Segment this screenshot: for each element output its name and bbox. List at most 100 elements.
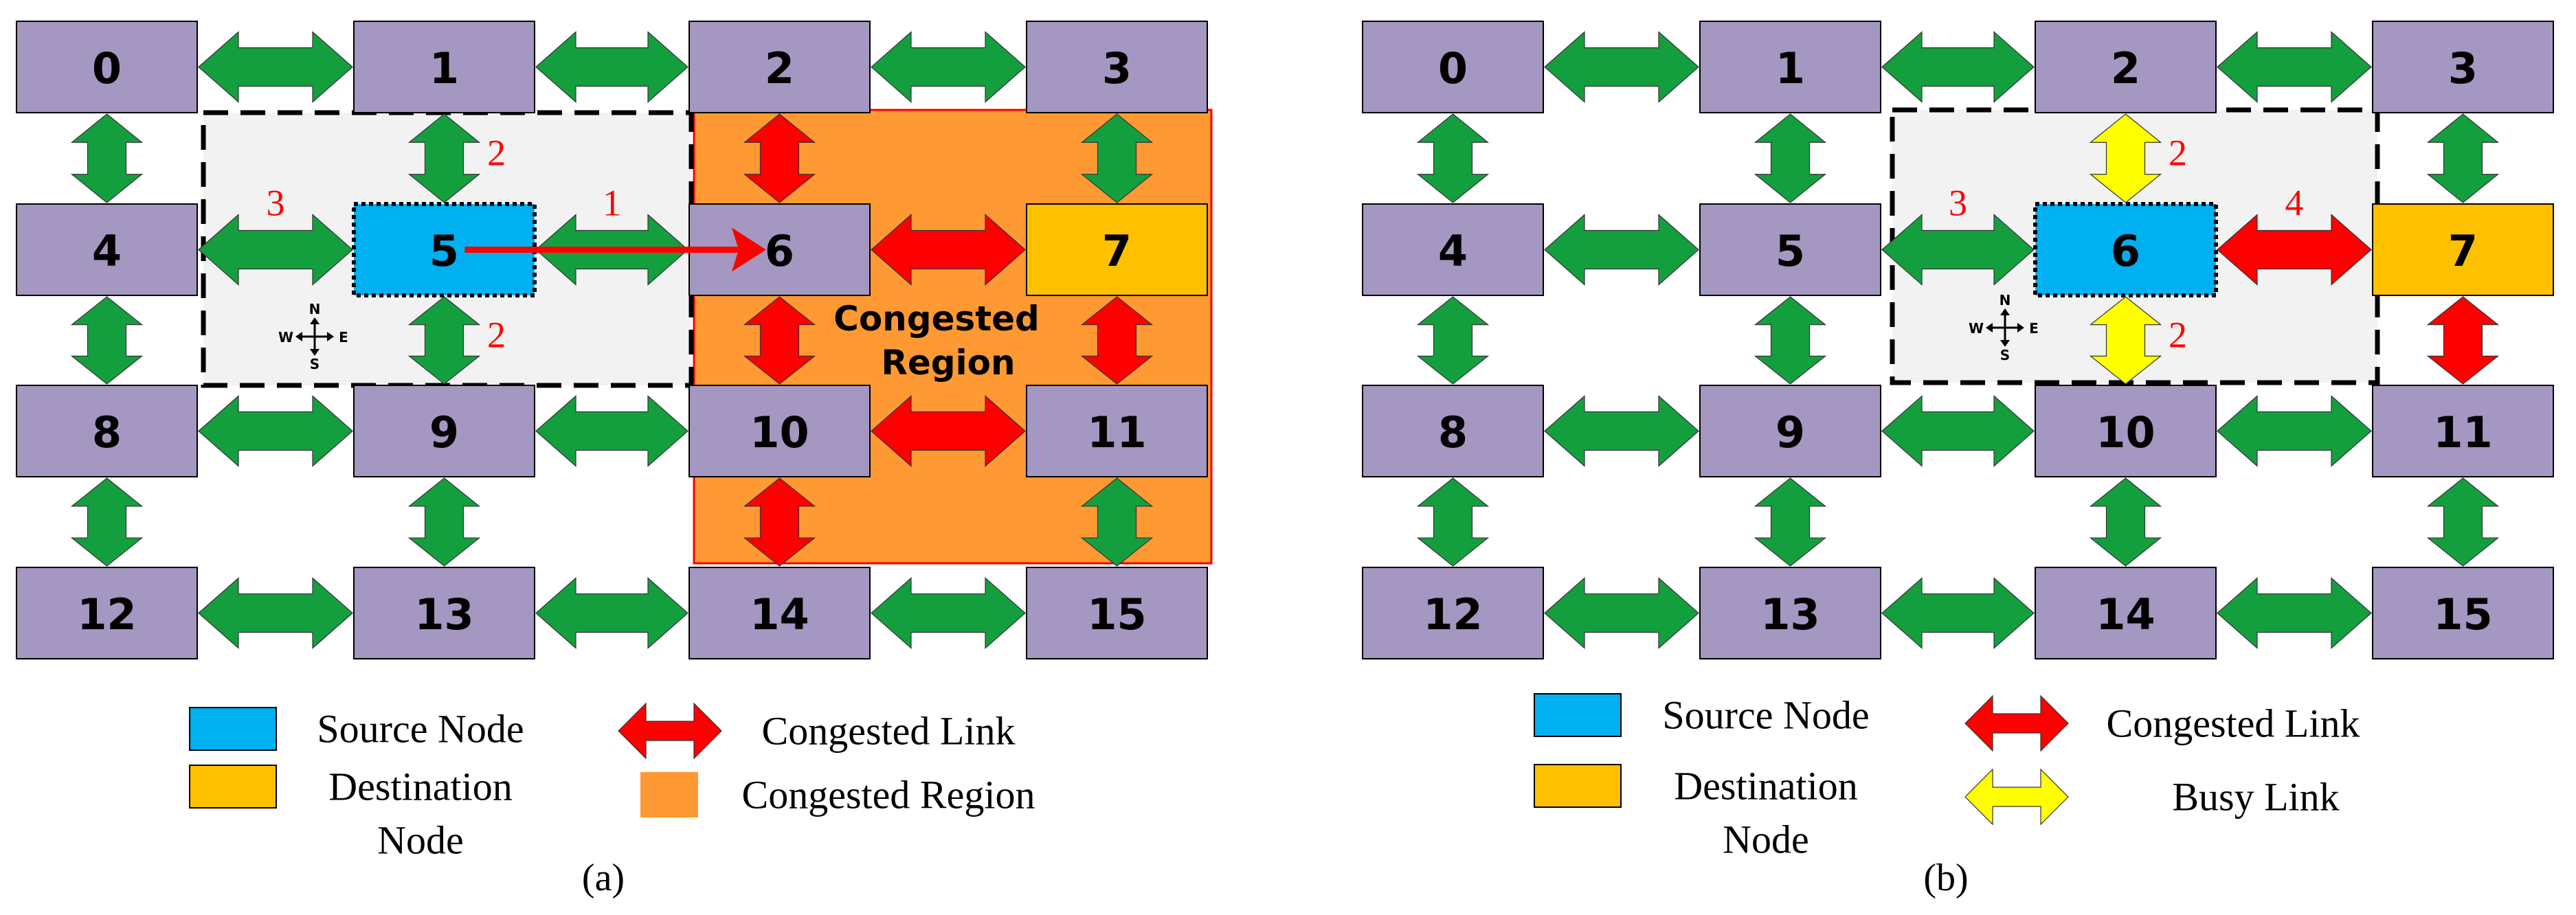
link-13-14-normal <box>535 577 688 649</box>
compass-arrow-w <box>1986 323 1993 332</box>
panel-caption: (a) <box>582 857 625 899</box>
node-11-box <box>1026 385 1208 477</box>
legend-item-source: Source Node <box>1534 693 1870 738</box>
legend-item-busy-link: Busy Link <box>1964 768 2340 826</box>
link-10-14-congested <box>743 477 816 567</box>
compass-letter-w: W <box>278 329 293 346</box>
node-11: 11 <box>2372 385 2554 477</box>
link-10-11-normal <box>2217 395 2372 467</box>
link-8-9-normal <box>198 395 353 467</box>
link-0-4-normal <box>1416 113 1490 203</box>
node-3-box <box>1026 21 1208 113</box>
legend-swatch-busy-link <box>1964 768 2069 826</box>
node-12: 12 <box>1362 567 1544 659</box>
node-6-box <box>2033 202 2218 297</box>
compass-letter-e: E <box>2029 320 2039 337</box>
link-5-6-normal <box>1881 214 2035 286</box>
legend-swatch-congested-region <box>640 772 698 817</box>
link-8-12-normal <box>1416 477 1490 567</box>
compass-arrow-w <box>295 332 302 341</box>
node-14-box <box>688 567 871 659</box>
node-13: 13 <box>353 567 535 659</box>
legend-text-destination-2: Node <box>1723 817 1809 862</box>
node-11-label: 11 <box>2433 407 2492 458</box>
node-4-label: 4 <box>1438 226 1468 276</box>
node-0-box <box>1362 21 1544 113</box>
cost-label-5-6: 3 <box>1949 183 1967 224</box>
link-5-9-normal <box>1754 296 1827 385</box>
links <box>70 31 1154 649</box>
node-10-label: 10 <box>750 407 809 458</box>
node-3-label: 3 <box>2448 43 2478 93</box>
link-8-12-normal <box>70 477 144 567</box>
node-10-box <box>688 385 871 477</box>
legend-swatch-congested-link <box>1964 694 2069 752</box>
cost-label-2-6: 2 <box>2169 133 2187 174</box>
compass-letter-w: W <box>1969 320 1984 337</box>
node-5-box <box>1699 203 1881 296</box>
node-15-label: 15 <box>1087 589 1146 640</box>
link-3-7-normal <box>2426 113 2500 203</box>
node-5-label: 5 <box>1776 226 1805 276</box>
node-12-box <box>1362 567 1544 659</box>
compass-arrow-s <box>2000 340 2010 347</box>
legend-swatch-destination <box>1534 764 1622 808</box>
legend-text-congested-region: Congested Region <box>742 773 1035 817</box>
node-2: 2 <box>688 21 871 113</box>
link-0-1-normal <box>1544 31 1699 103</box>
compass-letter-s: S <box>2000 347 2010 363</box>
node-3: 3 <box>2372 21 2554 113</box>
link-6-7-congested <box>871 214 1026 286</box>
node-15: 15 <box>2372 567 2554 659</box>
link-10-11-congested <box>871 395 1026 467</box>
node-14-label: 14 <box>750 589 809 640</box>
node-8: 8 <box>1362 385 1544 477</box>
node-9-label: 9 <box>429 407 459 458</box>
node-9-box <box>1699 385 1881 477</box>
link-7-11-congested <box>1080 296 1154 385</box>
link-8-9-normal <box>1544 395 1699 467</box>
cost-label-5-6: 1 <box>603 183 621 224</box>
node-13-label: 13 <box>414 589 473 640</box>
link-11-15-normal <box>1080 477 1154 567</box>
link-9-10-normal <box>1881 395 2035 467</box>
link-4-5-normal <box>1544 214 1699 286</box>
link-10-14-normal <box>2089 477 2162 567</box>
legend-text-destination-2: Node <box>377 818 464 863</box>
node-11-label: 11 <box>1087 407 1146 458</box>
link-13-14-normal <box>1881 577 2035 649</box>
panel-caption: (b) <box>1923 857 1968 899</box>
legend-swatch-destination <box>189 765 277 809</box>
node-1-box <box>353 21 535 113</box>
node-10: 10 <box>2035 385 2217 477</box>
node-4: 4 <box>16 203 198 296</box>
node-10: 10 <box>688 385 871 477</box>
cost-label-1-5: 2 <box>487 133 506 174</box>
congested-region-label-line1: Congested <box>833 299 1040 339</box>
link-1-2-normal <box>1881 31 2035 103</box>
link-2-6-busy <box>2089 113 2162 203</box>
node-13-box <box>1699 567 1881 659</box>
cost-label-5-9: 2 <box>487 315 506 356</box>
node-2-label: 2 <box>2111 43 2140 93</box>
node-2-box <box>2035 21 2217 113</box>
legend-item-congested-link: Congested Link <box>618 702 1015 760</box>
link-1-5-normal <box>407 113 481 203</box>
link-4-5-normal <box>198 214 353 286</box>
link-5-9-normal <box>407 296 481 385</box>
node-9-label: 9 <box>1776 407 1805 458</box>
node-12-label: 12 <box>1423 589 1482 640</box>
node-14-box <box>2035 567 2217 659</box>
node-7-label: 7 <box>2448 226 2478 276</box>
node-14: 14 <box>2035 567 2217 659</box>
node-1-label: 1 <box>1776 43 1805 93</box>
node-8: 8 <box>16 385 198 477</box>
node-8-box <box>16 385 198 477</box>
